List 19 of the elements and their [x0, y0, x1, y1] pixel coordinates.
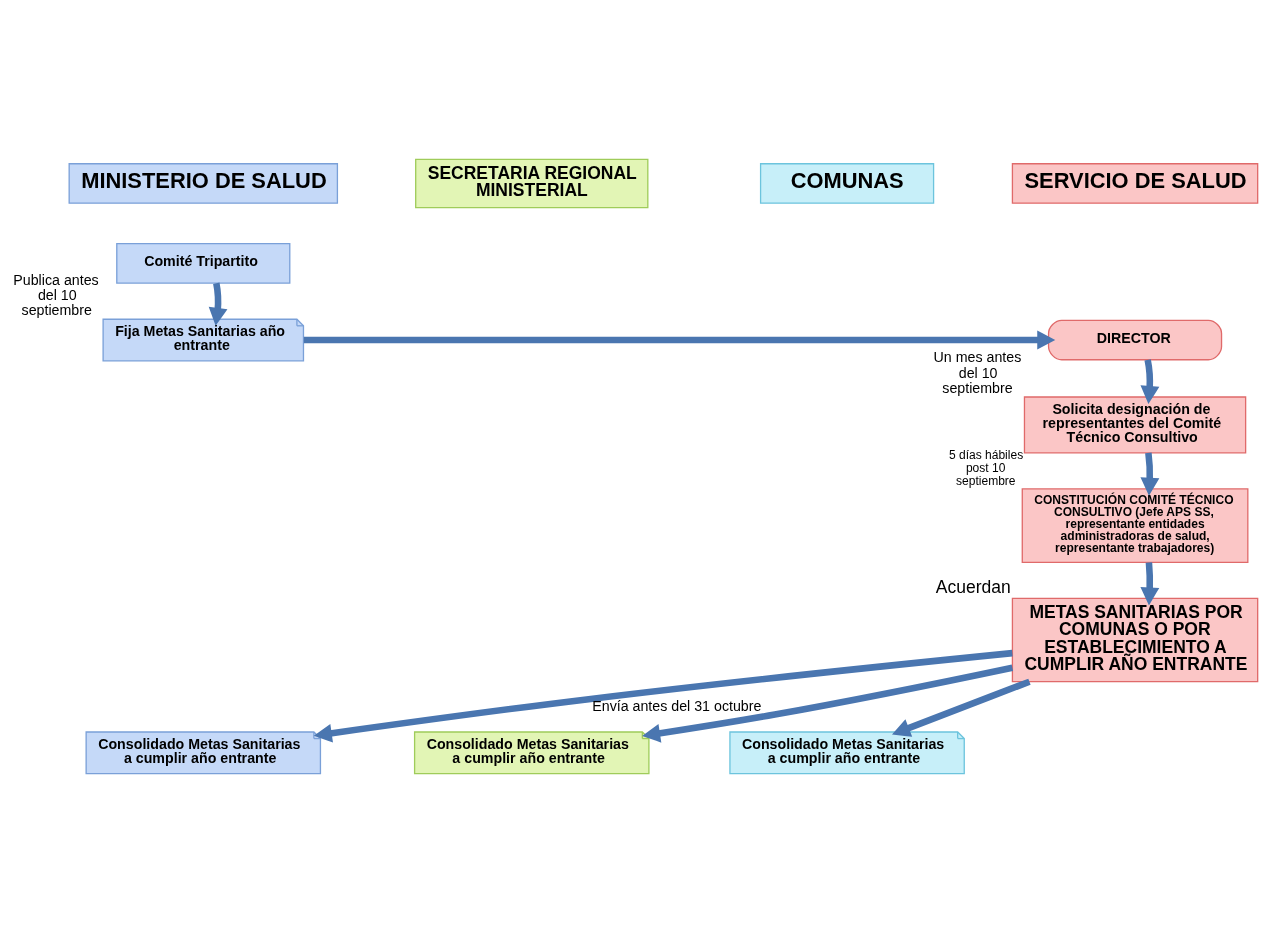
- node-box: SECRETARIA REGIONAL MINISTERIAL: [415, 158, 649, 208]
- arrow: [1140, 358, 1160, 404]
- node-box: Comité Tripartito: [116, 242, 291, 284]
- node-box: COMUNAS: [759, 162, 935, 204]
- arrow: [208, 282, 228, 326]
- node-box: SERVICIO DE SALUD: [1011, 162, 1259, 204]
- node-box: CONSTITUCIÓN COMITÉ TÉCNICO CONSULTIVO (Jefe APS SS, representante entidades administradoras de salud, representante trabajadores): [1021, 487, 1249, 563]
- arrow: [1140, 452, 1160, 496]
- node-box: Solicita designación de representantes del Comité Técnico Consultivo: [1023, 395, 1247, 453]
- node-label: Publica antes del 10 septiembre: [13, 271, 99, 318]
- arrow: [303, 330, 1056, 349]
- edge-label: Envía antes del 31 octubre: [592, 697, 762, 714]
- node-label: 5 días hábiles post 10 septiembre: [948, 447, 1024, 488]
- arrow: [1140, 561, 1160, 605]
- node-label: Un mes antes del 10 septiembre: [933, 348, 1022, 396]
- node-label: Acuerdan: [935, 576, 1011, 597]
- node-box: MINISTERIO DE SALUD: [68, 162, 339, 204]
- node-box: DIRECTOR: [1047, 319, 1223, 360]
- node-box: METAS SANITARIAS POR COMUNAS O POR ESTABLECIMIENTO A CUMPLIR AÑO ENTRANTE: [1011, 597, 1259, 682]
